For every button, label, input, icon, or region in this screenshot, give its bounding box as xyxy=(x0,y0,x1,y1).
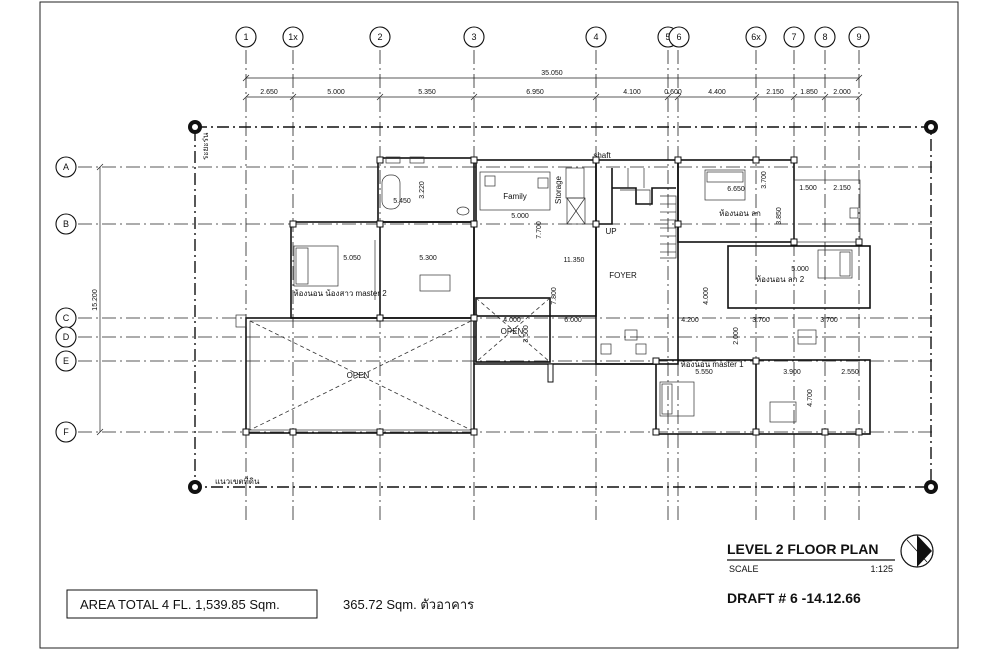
dim-seg-4: 6.950 xyxy=(526,89,544,96)
dim-seg-3: 5.350 xyxy=(418,89,436,96)
column-bubbles: 1 1x 2 3 4 5 6 6x 7 8 9 xyxy=(235,26,870,48)
master1-label: ห้องนอน master 1 xyxy=(680,360,744,369)
dimension-chains: 35.050 2.650 5.000 5.350 6.950 4.100 0.6… xyxy=(92,70,863,436)
row-grid-lines xyxy=(78,166,935,433)
dim-fam-b: 7.700 xyxy=(536,221,543,239)
dim-void-a: 4.000 xyxy=(503,317,521,324)
bed-ne-label: ห้องนอน ลก xyxy=(719,209,761,218)
storage-label: Storage xyxy=(554,175,563,204)
dim-seg-1: 2.650 xyxy=(260,89,278,96)
dim-void-b: 3.500 xyxy=(523,325,530,343)
setback-bottom-label: แนวเขตที่ดิน xyxy=(215,475,260,486)
dim-ne-a: 6.650 xyxy=(727,186,745,193)
grid-col-1: 1 xyxy=(243,32,248,42)
grid-col-1x: 1x xyxy=(288,32,298,42)
title-block: LEVEL 2 FLOOR PLAN SCALE 1:125 DRAFT # 6… xyxy=(727,534,934,606)
dim-seg-8: 2.150 xyxy=(766,89,784,96)
dim-e2-c: 4.200 xyxy=(681,317,699,324)
grid-row-e: E xyxy=(63,356,69,366)
dim-seg-10: 2.000 xyxy=(833,89,851,96)
dim-seg-2: 5.000 xyxy=(327,89,345,96)
dim-m1-d: 4.700 xyxy=(807,389,814,407)
bedroom-ne: ห้องนอน ลก 6.650 3.700 1.500 2.150 3.850 xyxy=(677,159,861,243)
property-boundary: ระยะร่น แนวเขตที่ดิน xyxy=(188,120,938,494)
grid-col-2: 2 xyxy=(377,32,382,42)
dim-seg-6: 0.600 xyxy=(664,89,682,96)
dim-ne-c: 1.500 xyxy=(799,185,817,192)
building-area-label: 365.72 Sqm. ตัวอาคาร xyxy=(343,597,474,612)
sheet-border xyxy=(39,1,959,649)
bed-e2-label: ห้องนอน ลก 2 xyxy=(756,275,805,284)
structural-columns xyxy=(242,156,863,436)
up-label: UP xyxy=(605,227,616,236)
grid-col-3: 3 xyxy=(471,32,476,42)
grid-col-5: 5 xyxy=(665,32,670,42)
dim-e2-a: 5.000 xyxy=(791,266,809,273)
area-box: AREA TOTAL 4 FL. 1,539.85 Sqm. 365.72 Sq… xyxy=(66,589,474,619)
area-total-label: AREA TOTAL 4 FL. 1,539.85 Sqm. xyxy=(80,597,280,612)
dim-fam-a: 5.000 xyxy=(511,213,529,220)
dim-bath-b: 5.450 xyxy=(393,198,411,205)
dim-fam-c: 11.350 xyxy=(564,257,585,264)
grid-row-a: A xyxy=(63,162,69,172)
dim-seg-7: 4.400 xyxy=(708,89,726,96)
grid-col-7: 7 xyxy=(791,32,796,42)
grid-col-6x: 6x xyxy=(751,32,761,42)
grid-row-b: B xyxy=(63,219,69,229)
master2-wing: 5.050 5.300 ห้องนอน น้องสาว master 2 xyxy=(290,221,475,319)
family-label: Family xyxy=(503,192,527,201)
dim-m1-b: 3.900 xyxy=(783,369,801,376)
north-arrow-icon xyxy=(900,534,934,568)
foyer-label: FOYER xyxy=(609,271,637,280)
bedroom-e2: ห้องนอน ลก 2 5.000 4.000 4.200 3.700 3.7… xyxy=(681,245,871,345)
open-left-label: OPEN xyxy=(347,371,370,380)
shaft-label: shaft xyxy=(593,151,611,160)
dim-e2-f: 2.000 xyxy=(733,327,740,345)
grid-col-4: 4 xyxy=(593,32,598,42)
scale-label: SCALE xyxy=(729,564,759,574)
dim-m1-c: 2.550 xyxy=(841,369,859,376)
grid-row-c: C xyxy=(63,313,70,323)
dim-ne-d: 2.150 xyxy=(833,185,851,192)
grid-row-d: D xyxy=(63,332,70,342)
dim-ne-e: 3.850 xyxy=(776,207,783,225)
grid-col-6: 6 xyxy=(676,32,681,42)
row-bubbles: A B C D E F xyxy=(55,156,77,443)
open-terrace: OPEN xyxy=(235,314,475,434)
plan-title: LEVEL 2 FLOOR PLAN xyxy=(727,541,878,557)
setback-top-label: ระยะร่น xyxy=(201,132,210,160)
dim-fam-d: 7.800 xyxy=(551,287,558,305)
open-void: OPEN 4.000 3.500 xyxy=(474,297,656,383)
dim-seg-5: 4.100 xyxy=(623,89,641,96)
dim-e2-b: 4.000 xyxy=(703,287,710,305)
dim-m1-a: 5.550 xyxy=(695,369,713,376)
dim-bath-a: 3.220 xyxy=(419,181,426,199)
grid-row-f: F xyxy=(63,427,69,437)
dim-seg-9: 1.850 xyxy=(800,89,818,96)
grid-col-8: 8 xyxy=(822,32,827,42)
dim-e2-e: 3.700 xyxy=(820,317,838,324)
dim-vertical: 15.200 xyxy=(92,289,99,311)
dim-fam-e: 6.000 xyxy=(564,317,582,324)
dim-m2-a: 5.050 xyxy=(343,255,361,262)
column-grid-lines xyxy=(245,50,860,520)
master2-label: ห้องนอน น้องสาว master 2 xyxy=(293,289,387,298)
grid-col-9: 9 xyxy=(856,32,861,42)
dim-e2-d: 3.700 xyxy=(752,317,770,324)
open-mid-label: OPEN xyxy=(501,327,524,336)
dim-overall: 35.050 xyxy=(541,70,563,77)
dim-ne-b: 3.700 xyxy=(761,171,768,189)
bath-top-left: 3.220 5.450 xyxy=(377,156,477,223)
dim-m2-b: 5.300 xyxy=(419,255,437,262)
draft-label: DRAFT # 6 -14.12.66 xyxy=(727,590,861,606)
master1-wing: ห้องนอน master 1 5.550 3.900 2.550 4.700 xyxy=(655,359,871,435)
scale-value: 1:125 xyxy=(870,564,893,574)
